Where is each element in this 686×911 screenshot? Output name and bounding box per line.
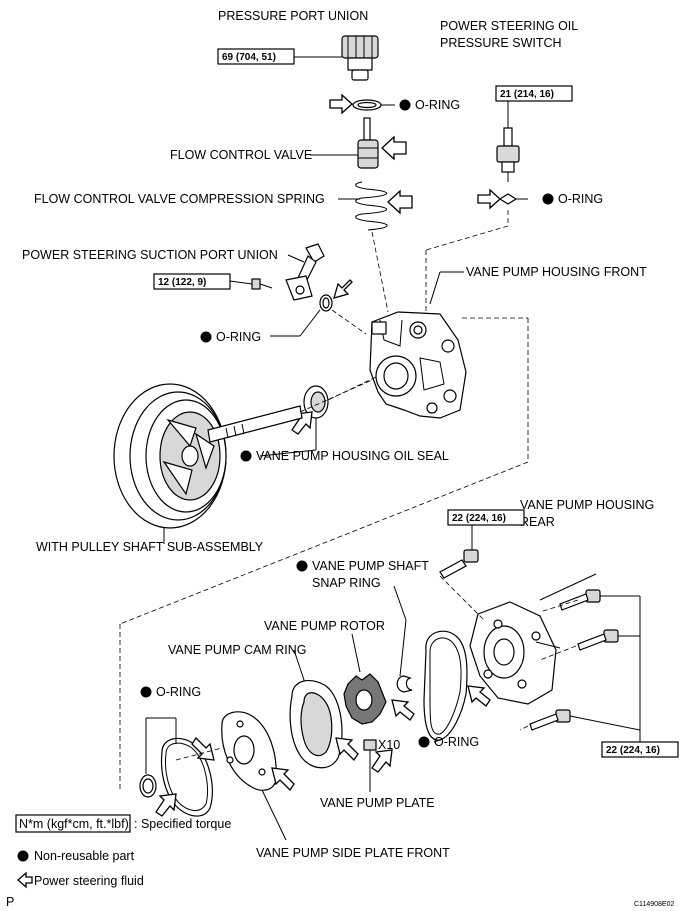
suction-port-union-part <box>285 243 325 301</box>
label-housing-front: VANE PUMP HOUSING FRONT <box>466 265 647 279</box>
label-o-ring-switch: O-RING <box>558 192 603 206</box>
label-flow-control-spring: FLOW CONTROL VALVE COMPRESSION SPRING <box>34 192 325 206</box>
legend-ps-fluid: Power steering fluid <box>34 874 144 888</box>
label-vane-pump-plate: VANE PUMP PLATE <box>320 796 435 810</box>
label-o-ring-large-right: O-RING <box>434 735 479 749</box>
o-ring-port-union: O-RING <box>329 93 460 115</box>
label-housing-rear-line2: REAR <box>520 515 555 529</box>
torque-pressure-port-union: 69 (704, 51) <box>222 52 276 63</box>
vane-pump-housing-oil-seal <box>291 385 329 435</box>
vane-pump-rotor-part <box>343 673 415 725</box>
label-side-plate-front: VANE PUMP SIDE PLATE FRONT <box>256 846 450 860</box>
legend-torque-unit: N*m (kgf*cm, ft.*lbf) <box>19 817 129 831</box>
vane-pump-cam-ring-part <box>289 679 359 769</box>
label-pressure-switch-line2: PRESSURE SWITCH <box>440 36 562 50</box>
label-snap-ring-line1: VANE PUMP SHAFT <box>312 559 429 573</box>
o-ring-small-left <box>139 774 177 817</box>
vane-pump-side-plate-front-part <box>221 711 295 792</box>
legend-fluid-arrow-icon <box>17 871 33 889</box>
vane-pump-housing-front-part <box>369 311 467 419</box>
o-ring-large-right <box>423 630 491 741</box>
corner-label-left: P <box>6 895 14 909</box>
label-vane-pump-rotor: VANE PUMP ROTOR <box>264 619 385 633</box>
suction-port-bolt <box>251 278 273 290</box>
label-o-ring-suction: O-RING <box>216 330 261 344</box>
torque-pressure-switch: 21 (214, 16) <box>500 89 554 100</box>
housing-rear-bolts-right <box>529 589 619 731</box>
housing-rear-bolt-top <box>439 549 479 579</box>
legend-non-reusable: Non-reusable part <box>34 849 135 863</box>
label-snap-ring-line2: SNAP RING <box>312 576 381 590</box>
pressure-port-union-part <box>341 35 379 81</box>
label-o-ring-port-union: O-RING <box>415 98 460 112</box>
label-suction-port-union: POWER STEERING SUCTION PORT UNION <box>22 248 278 262</box>
torque-box-housing-rear-top <box>447 509 525 526</box>
torque-box-pressure-switch <box>495 85 573 102</box>
label-vane-pump-cam-ring: VANE PUMP CAM RING <box>168 643 306 657</box>
label-o-ring-large-left: O-RING <box>156 685 201 699</box>
label-x10: X10 <box>378 738 400 752</box>
legend-dot-icon <box>17 850 29 862</box>
flow-control-valve-part <box>357 117 407 169</box>
label-housing-rear-line1: VANE PUMP HOUSING <box>520 498 654 512</box>
non-reusable-dot <box>542 193 554 205</box>
label-pressure-port-union: PRESSURE PORT UNION <box>218 9 368 23</box>
legend-torque-desc: : Specified torque <box>134 817 231 831</box>
torque-suction-port-union: 12 (122, 9) <box>158 277 206 288</box>
compression-spring-part <box>355 181 413 231</box>
torque-housing-rear-top: 22 (224, 16) <box>452 513 506 524</box>
pulley-shaft-sub-assembly <box>113 383 303 529</box>
o-ring-switch: O-RING <box>477 188 603 210</box>
label-flow-control-valve: FLOW CONTROL VALVE <box>170 148 312 162</box>
pressure-switch-part <box>496 127 520 182</box>
vane-pump-housing-rear-part <box>469 601 561 705</box>
torque-housing-rear-right: 22 (224, 16) <box>606 745 660 756</box>
label-pulley-shaft: WITH PULLEY SHAFT SUB-ASSEMBLY <box>36 540 264 554</box>
label-oil-seal: VANE PUMP HOUSING OIL SEAL <box>256 449 449 463</box>
corner-label-right: C114908E02 <box>634 901 674 908</box>
vane-pump-shaft-snap-ring <box>396 675 413 693</box>
torque-box-housing-rear-right <box>601 741 679 758</box>
label-pressure-switch-line1: POWER STEERING OIL <box>440 19 578 33</box>
legend-torque-box <box>15 814 131 833</box>
o-ring-suction <box>319 279 353 312</box>
